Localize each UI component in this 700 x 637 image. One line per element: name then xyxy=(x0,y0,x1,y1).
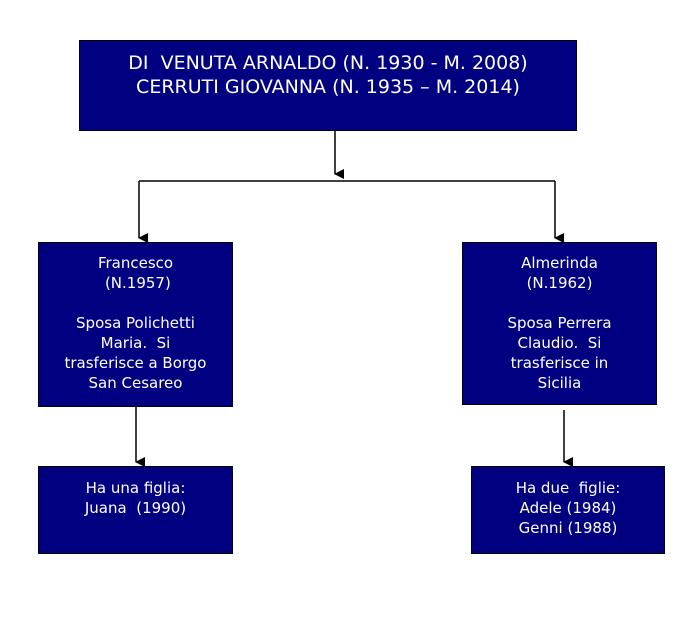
almerinda-descendants-line-1: Ha due figlie: xyxy=(515,479,621,497)
francesco-detail-3: trasferisce a Borgo xyxy=(64,354,207,372)
root-line-1: DI VENUTA ARNALDO (N. 1930 - M. 2008) xyxy=(128,52,528,74)
almerinda-spacer xyxy=(463,293,656,313)
francesco-name: Francesco xyxy=(97,254,174,272)
francesco-descendants-line-1: Ha una figlia: xyxy=(85,479,186,497)
francesco-birth: (N.1957) xyxy=(100,274,171,292)
almerinda-name: Almerinda xyxy=(521,254,598,272)
child-node-francesco: Francesco (N.1957) Sposa Polichetti Mari… xyxy=(38,242,233,407)
francesco-descendants-line-2: Juana (1990) xyxy=(84,499,187,517)
root-couple-node: DI VENUTA ARNALDO (N. 1930 - M. 2008) CE… xyxy=(79,40,577,131)
almerinda-detail-2: Claudio. Si xyxy=(517,334,602,352)
almerinda-descendants-line-2: Adele (1984) xyxy=(519,499,617,517)
almerinda-detail-1: Sposa Perrera xyxy=(507,314,612,332)
almerinda-birth: (N.1962) xyxy=(526,274,593,292)
root-line-2: CERRUTI GIOVANNA (N. 1935 – M. 2014) xyxy=(136,76,520,98)
almerinda-detail-3: trasferisce in xyxy=(510,354,609,372)
francesco-spacer xyxy=(39,293,232,313)
almerinda-descendants-line-3: Genni (1988) xyxy=(518,519,618,537)
francesco-detail-4: San Cesareo xyxy=(88,374,183,392)
child-node-almerinda: Almerinda (N.1962) Sposa Perrera Claudio… xyxy=(462,242,657,405)
francesco-detail-2: Maria. Si xyxy=(100,334,171,352)
grandchildren-node-almerinda: Ha due figlie: Adele (1984) Genni (1988) xyxy=(471,466,665,554)
grandchildren-node-francesco: Ha una figlia: Juana (1990) xyxy=(38,466,233,554)
francesco-detail-1: Sposa Polichetti xyxy=(76,314,195,332)
almerinda-detail-4: Sicilia xyxy=(537,374,582,392)
